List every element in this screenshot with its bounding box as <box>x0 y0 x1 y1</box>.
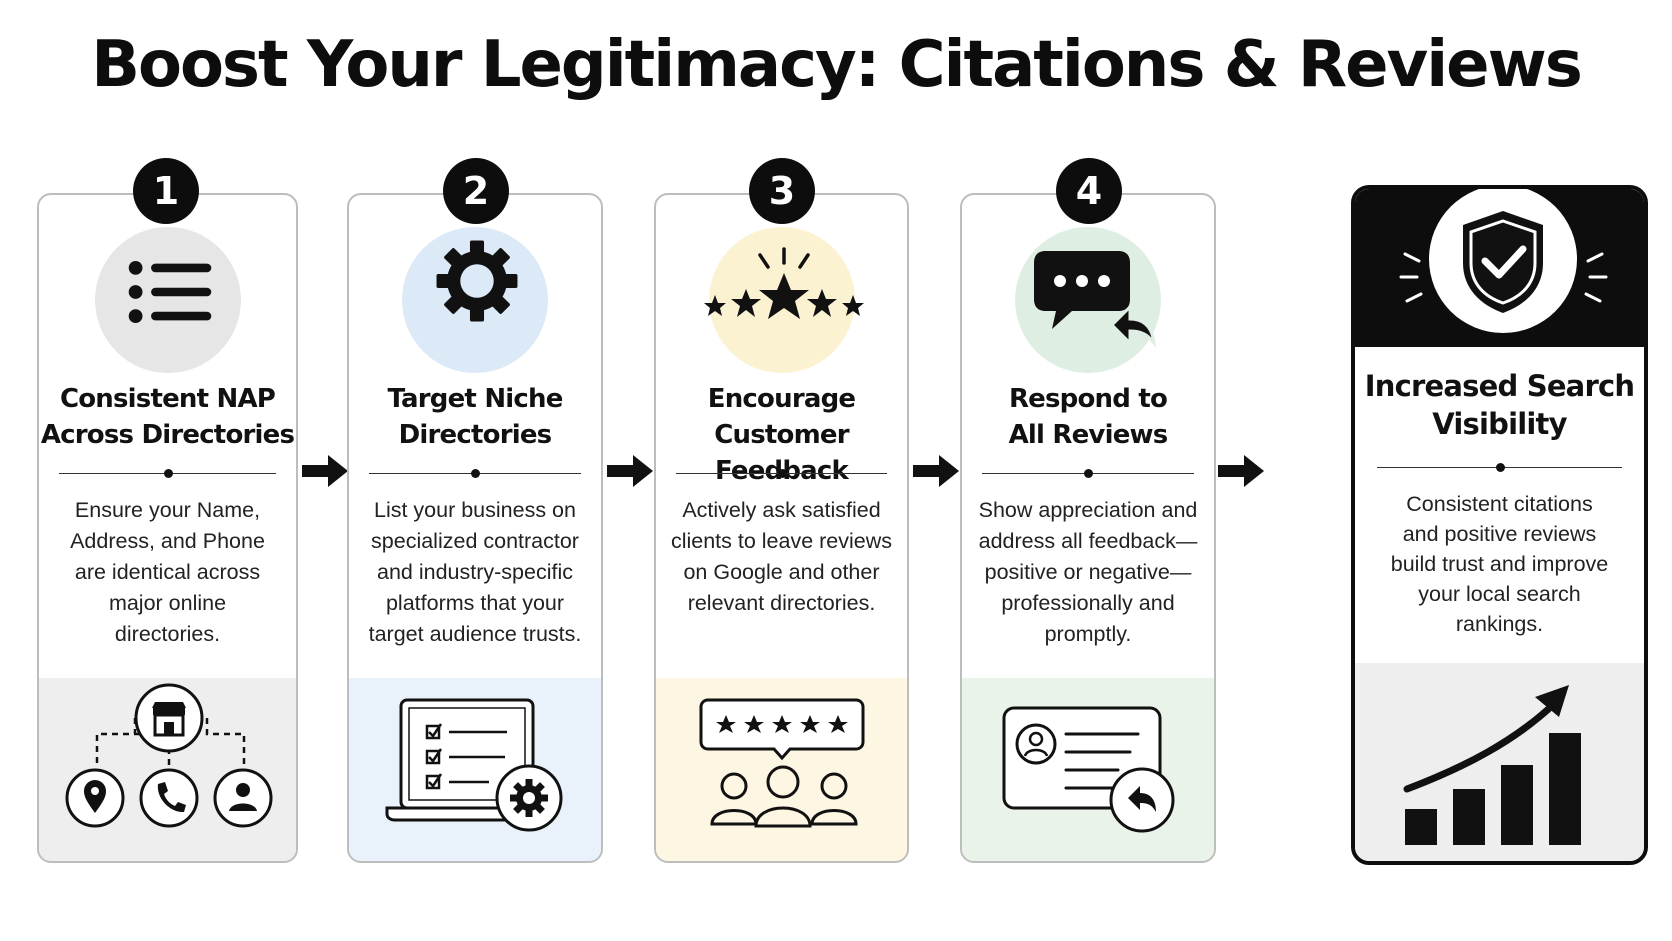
result-divider <box>1377 463 1622 472</box>
chat-reply-icon <box>1034 251 1157 349</box>
step-1-illustration-area <box>39 678 296 861</box>
step-1-heading: Consistent NAP Across Directories <box>40 384 295 450</box>
step-3-card: Encourage Customer Feedback Actively ask… <box>654 193 909 863</box>
step-4-badge: 4 <box>1056 158 1122 224</box>
step-2-heading: Target Niche Directories <box>387 384 563 450</box>
page-title: Boost Your Legitimacy: Citations & Revie… <box>91 28 1583 102</box>
step-1-description: Ensure your Name, Address, and Phone are… <box>70 498 265 646</box>
step-arrow-2 <box>607 453 655 489</box>
step-1-badge: 1 <box>133 158 199 224</box>
step-4-card: Respond to All Reviews Show appreciation… <box>960 193 1216 863</box>
step-arrow-3 <box>913 453 961 489</box>
step-arrow-1 <box>302 453 350 489</box>
step-2-divider <box>369 469 581 478</box>
step-3-badge: 3 <box>749 158 815 224</box>
laptop-checklist-icon <box>385 698 563 832</box>
step-4-divider <box>982 469 1194 478</box>
step-4-heading: Respond to All Reviews <box>1008 384 1169 450</box>
step-1-divider <box>59 469 276 478</box>
step-4-illustration-area <box>962 678 1214 861</box>
profile-card-reply-icon <box>1002 706 1175 833</box>
step-1-card: Consistent NAP Across Directories Ensure… <box>37 193 298 863</box>
gear-icon <box>436 240 518 322</box>
step-arrow-4 <box>1218 453 1266 489</box>
step-1-icon-circle <box>94 227 241 373</box>
step-3-description: Actively ask satisfied clients to leave … <box>670 498 893 615</box>
stars-icon <box>704 247 864 319</box>
list-icon <box>128 261 212 323</box>
step-2-badge: 2 <box>443 158 509 224</box>
growth-chart-icon <box>1403 685 1581 845</box>
step-3-illustration-area <box>656 678 907 861</box>
step-2-description: List your business on specialized contra… <box>368 498 582 646</box>
result-heading: Increased Search Visibility <box>1364 369 1635 441</box>
step-2-card: Target Niche Directories List your busin… <box>347 193 603 863</box>
group-review-icon <box>699 698 865 828</box>
step-2-illustration-area <box>349 678 601 861</box>
result-card: Increased Search Visibility Consistent c… <box>1351 185 1648 865</box>
step-3-heading: Encourage Customer Feedback <box>707 384 856 486</box>
result-illustration-area <box>1355 663 1644 861</box>
directory-network-icon <box>65 683 273 828</box>
step-4-description: Show appreciation and address all feedba… <box>978 498 1198 646</box>
step-3-divider <box>676 469 887 478</box>
shield-check-icon <box>1399 189 1608 333</box>
result-description: Consistent citations and positive review… <box>1390 492 1609 636</box>
